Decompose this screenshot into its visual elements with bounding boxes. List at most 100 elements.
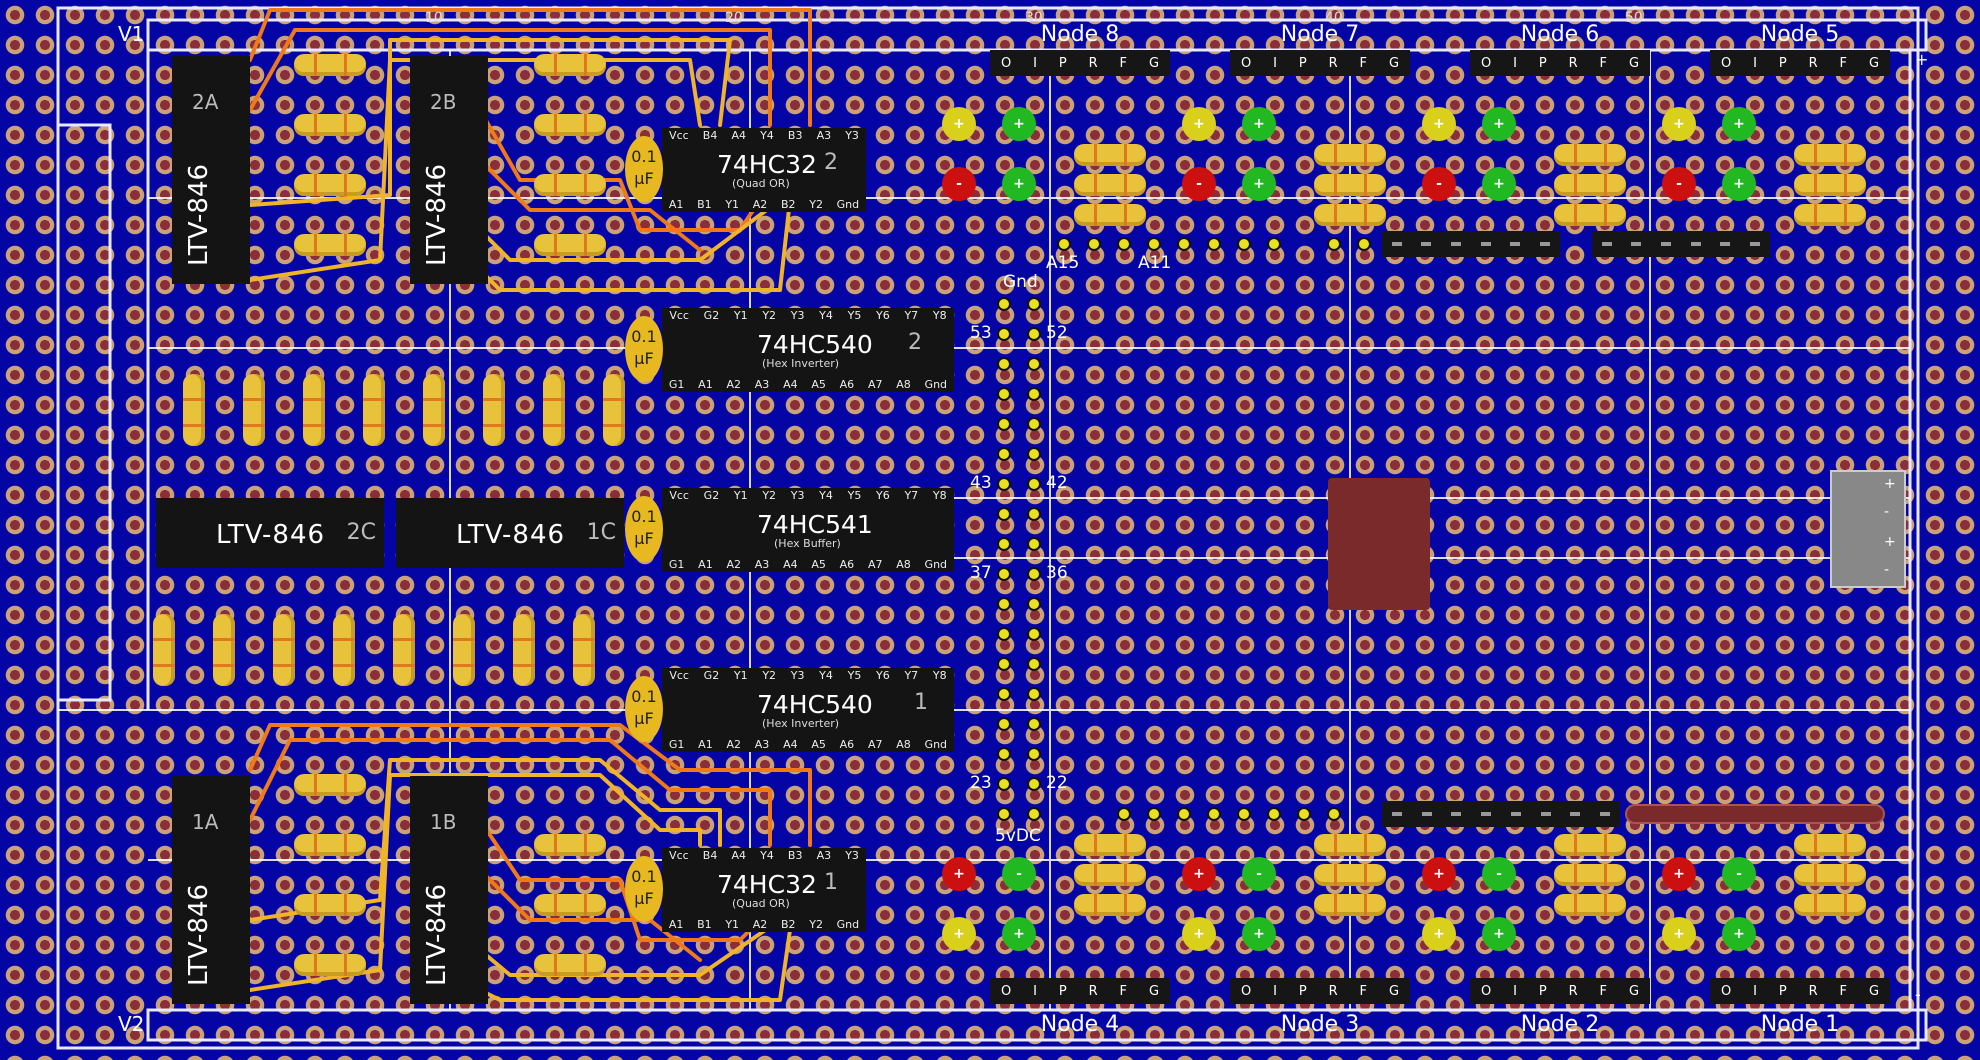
resistor[interactable] (363, 374, 385, 446)
resistor[interactable] (294, 834, 366, 856)
resistor[interactable] (1314, 834, 1386, 856)
led-green[interactable]: + (1482, 167, 1516, 201)
sip-connector[interactable] (1382, 801, 1620, 827)
led-red[interactable]: + (1422, 857, 1456, 891)
resistor[interactable] (1794, 834, 1866, 856)
led-yellow[interactable]: + (942, 107, 976, 141)
resistor[interactable] (1794, 204, 1866, 226)
resistor[interactable] (303, 374, 325, 446)
sip-connector[interactable] (1382, 231, 1560, 257)
resistor[interactable] (1554, 144, 1626, 166)
led-green[interactable]: + (1722, 167, 1756, 201)
led-red[interactable]: + (1182, 857, 1216, 891)
resistor[interactable] (294, 774, 366, 796)
led-green[interactable]: + (1722, 107, 1756, 141)
capacitor[interactable]: 0.1 µF (625, 676, 663, 742)
led-green[interactable]: - (1002, 857, 1036, 891)
led-red[interactable]: + (942, 857, 976, 891)
led-green[interactable]: + (1002, 917, 1036, 951)
resistor[interactable] (543, 374, 565, 446)
power-terminal[interactable]: + - + - (1830, 470, 1906, 588)
resistor[interactable] (453, 614, 475, 686)
capacitor[interactable]: 0.1 µF (625, 316, 663, 382)
led-red[interactable]: - (1662, 167, 1696, 201)
capacitor[interactable]: 0.1 µF (625, 856, 663, 922)
resistor[interactable] (1074, 894, 1146, 916)
capacitor[interactable]: 0.1 µF (625, 136, 663, 202)
resistor[interactable] (294, 174, 366, 196)
led-green[interactable]: + (1482, 107, 1516, 141)
resistor[interactable] (1074, 144, 1146, 166)
resistor[interactable] (534, 954, 606, 976)
led-green[interactable]: + (1482, 917, 1516, 951)
resistor[interactable] (1314, 894, 1386, 916)
led-red[interactable]: + (1662, 857, 1696, 891)
led-red[interactable]: - (1182, 167, 1216, 201)
led-yellow[interactable]: + (1182, 107, 1216, 141)
resistor[interactable] (183, 374, 205, 446)
resistor[interactable] (1554, 834, 1626, 856)
optocoupler-1b[interactable]: 1B LTV-846 (410, 776, 488, 1004)
resistor[interactable] (1794, 864, 1866, 886)
led-green[interactable]: + (1002, 107, 1036, 141)
resistor[interactable] (1794, 894, 1866, 916)
resistor[interactable] (534, 114, 606, 136)
resistor[interactable] (294, 114, 366, 136)
resistor[interactable] (213, 614, 235, 686)
led-yellow[interactable]: + (1422, 917, 1456, 951)
resistor[interactable] (294, 54, 366, 76)
led-yellow[interactable]: + (1662, 107, 1696, 141)
resistor[interactable] (1314, 864, 1386, 886)
resistor[interactable] (534, 174, 606, 196)
resistor[interactable] (1314, 204, 1386, 226)
optocoupler-1a[interactable]: 1A LTV-846 (172, 776, 250, 1004)
resistor[interactable] (423, 374, 445, 446)
resistor[interactable] (273, 614, 295, 686)
resistor[interactable] (1554, 204, 1626, 226)
resistor[interactable] (393, 614, 415, 686)
resistor[interactable] (1554, 894, 1626, 916)
resistor[interactable] (1314, 144, 1386, 166)
led-green[interactable]: - (1722, 857, 1756, 891)
resistor[interactable] (294, 894, 366, 916)
optocoupler-2a[interactable]: 2A LTV-846 (172, 56, 250, 284)
resistor[interactable] (534, 234, 606, 256)
resistor[interactable] (294, 954, 366, 976)
resistor[interactable] (1074, 834, 1146, 856)
led-green[interactable]: + (1722, 917, 1756, 951)
resistor[interactable] (333, 614, 355, 686)
optocoupler-2c[interactable]: LTV-846 2C (156, 498, 384, 568)
led-green[interactable]: + (1242, 107, 1276, 141)
resistor[interactable] (294, 234, 366, 256)
resistor[interactable] (573, 614, 595, 686)
led-yellow[interactable]: + (1182, 917, 1216, 951)
resistor[interactable] (534, 894, 606, 916)
led-yellow[interactable]: + (1422, 107, 1456, 141)
led-yellow[interactable]: + (1662, 917, 1696, 951)
resistor[interactable] (1554, 864, 1626, 886)
capacitor[interactable]: 0.1 µF (625, 496, 663, 562)
led-red[interactable]: - (942, 167, 976, 201)
resistor[interactable] (1794, 144, 1866, 166)
resistor[interactable] (1314, 174, 1386, 196)
resistor[interactable] (483, 374, 505, 446)
led-green[interactable]: + (1242, 917, 1276, 951)
resistor[interactable] (534, 54, 606, 76)
led-green[interactable]: + (1242, 167, 1276, 201)
resistor[interactable] (534, 834, 606, 856)
optocoupler-2b[interactable]: 2B LTV-846 (410, 56, 488, 284)
resistor[interactable] (243, 374, 265, 446)
resistor[interactable] (1554, 174, 1626, 196)
resistor[interactable] (603, 374, 625, 446)
